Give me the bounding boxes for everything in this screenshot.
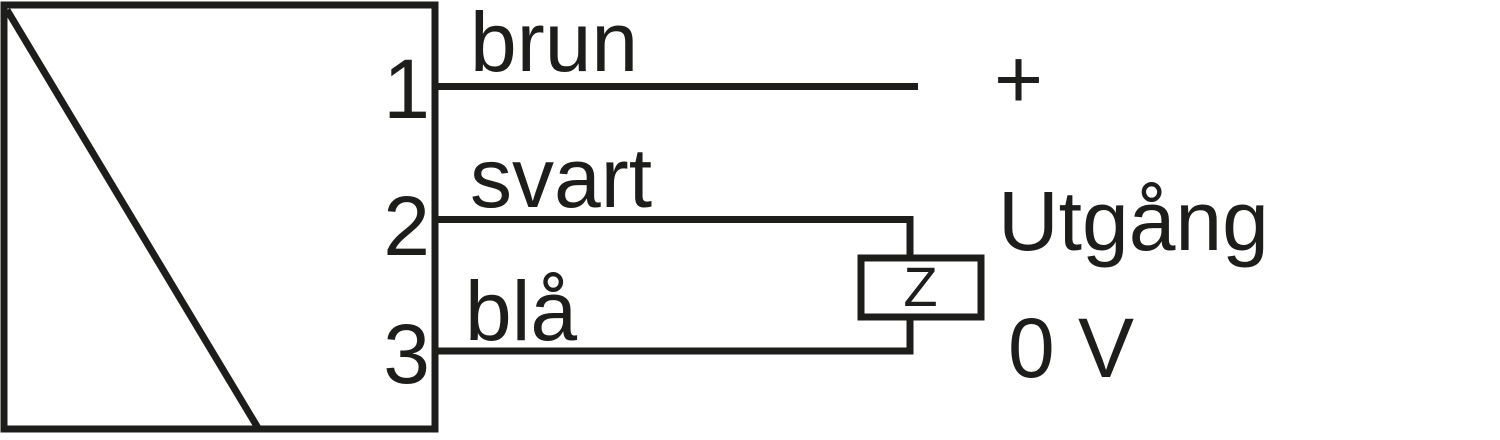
load-box-label-area: Z xyxy=(857,254,984,320)
terminal-number-1: 1 xyxy=(383,42,430,136)
terminal-number-3: 3 xyxy=(383,307,430,401)
sensor-diagonal-line xyxy=(3,8,262,430)
output-label: Utgång xyxy=(998,174,1269,268)
wire-label-brown: brun xyxy=(470,0,639,89)
load-box xyxy=(857,254,985,321)
zero-volt-label: 0 V xyxy=(1008,301,1135,395)
wire-label-black: svart xyxy=(470,131,653,225)
supply-plus-label: + xyxy=(994,32,1044,126)
load-z-label: Z xyxy=(903,255,938,318)
wire-label-blue: blå xyxy=(465,264,578,358)
terminal-number-2: 2 xyxy=(383,179,430,273)
